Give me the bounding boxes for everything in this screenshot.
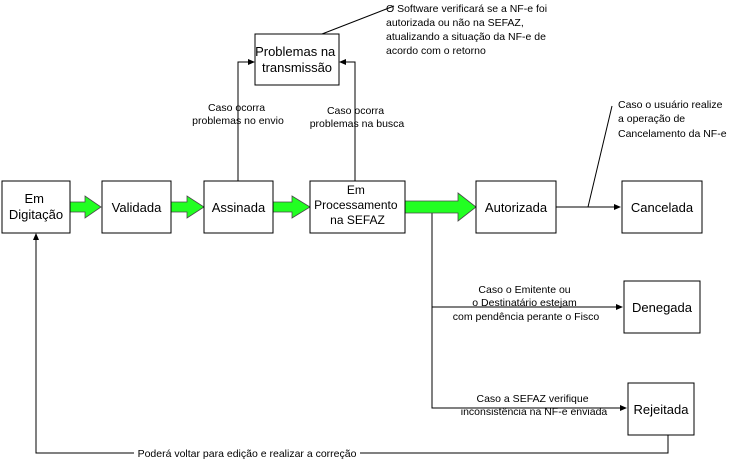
state-cancelada-box bbox=[621, 180, 703, 234]
note-cancelamento: Caso o usuário realize a operação de Can… bbox=[618, 99, 727, 140]
state-em-digitacao-box bbox=[1, 180, 71, 234]
note-denegada-condition: Caso o Emitente ou o Destinatário esteja… bbox=[453, 284, 600, 323]
note-voltar-bg bbox=[134, 446, 360, 460]
line-branch-trunk bbox=[431, 207, 620, 409]
state-em-processamento-box bbox=[309, 180, 406, 234]
flow-arrow-2 bbox=[170, 195, 205, 219]
flow-arrow-1 bbox=[69, 195, 102, 219]
state-validada-label: Validada bbox=[112, 200, 162, 215]
note-software-verification: O Software verificará se a NF-e foi auto… bbox=[386, 3, 550, 57]
line-busca-problem bbox=[345, 61, 356, 181]
state-assinada-box bbox=[203, 180, 274, 234]
flow-arrow-3 bbox=[272, 195, 311, 219]
note-rejeitada-condition: Caso a SEFAZ verifique inconsistência na… bbox=[461, 393, 608, 418]
note-voltar-edicao: Poderá voltar para edição e realizar a c… bbox=[138, 448, 357, 460]
line-return-edicao bbox=[35, 240, 669, 454]
note-problemas-envio: Caso ocorra problemas no envio bbox=[192, 102, 284, 127]
state-rejeitada-label: Rejeitada bbox=[634, 402, 690, 417]
arrowhead-cancelada bbox=[614, 204, 621, 210]
arrowhead-busca bbox=[339, 59, 346, 65]
note-problemas-busca: Caso ocorra problemas na busca bbox=[310, 105, 405, 130]
line-cancel-callout bbox=[587, 105, 613, 208]
state-cancelada-label: Cancelada bbox=[631, 200, 694, 215]
line-software-callout bbox=[321, 5, 395, 35]
state-assinada-label: Assinada bbox=[212, 200, 266, 215]
arrowhead-return bbox=[33, 233, 39, 240]
arrowhead-denegada bbox=[616, 304, 623, 310]
state-autorizada-label: Autorizada bbox=[485, 200, 548, 215]
state-autorizada-box bbox=[475, 180, 557, 234]
line-envio-problem bbox=[237, 61, 249, 181]
flow-arrow-4 bbox=[404, 192, 477, 222]
state-problemas-box bbox=[254, 33, 340, 86]
state-em-digitacao-label: Em Digitação bbox=[9, 191, 63, 222]
state-denegada-box bbox=[623, 280, 701, 334]
state-rejeitada-box bbox=[627, 382, 695, 436]
arrowhead-envio bbox=[248, 59, 255, 65]
state-validada-box bbox=[101, 180, 172, 234]
arrowhead-rejeitada bbox=[620, 405, 627, 411]
state-denegada-label: Denegada bbox=[632, 300, 693, 315]
state-em-processamento-label: Em Processamento na SEFAZ bbox=[314, 183, 401, 227]
state-problemas-label: Problemas na transmissão bbox=[255, 44, 339, 75]
